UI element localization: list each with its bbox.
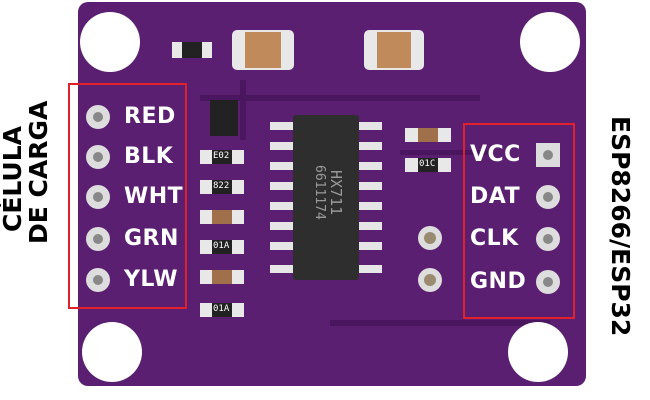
smd-label: 01A [213,241,230,251]
chip-name: HX711 [327,170,345,216]
mcu-highlight-box [463,123,575,319]
pin-label-red: RED [124,104,176,129]
capacitors [172,30,424,70]
chip-code: 6611174 [312,165,327,220]
traces [200,80,550,326]
left-pin-pads [86,105,110,292]
right-pin-pads [536,143,560,294]
smd-label: 01A [213,304,230,314]
transistor [210,100,238,136]
pin-label-dat: DAT [470,184,521,209]
smd-resistors [200,128,451,317]
load-cell-highlight-box [68,83,187,309]
pin-label-grn: GRN [124,226,179,251]
smd-label: 01C [419,159,436,169]
mcu-title: ESP8266/ESP32 [606,116,635,337]
pin-label-vcc: VCC [470,142,521,167]
mounting-holes [80,12,580,382]
smd-label: 822 [213,181,230,191]
pin-label-ylw: YLW [124,267,179,292]
through-holes [418,226,442,292]
hx711-chip [293,115,359,280]
load-cell-title-line2: DE CARGA [24,100,53,244]
chip-legs [270,122,382,273]
pin-label-blk: BLK [124,144,174,169]
pin-label-gnd: GND [470,269,527,294]
load-cell-title-line1: CÉLULA [0,125,27,233]
pin-label-clk: CLK [470,226,519,251]
pin-label-wht: WHT [124,184,184,209]
smd-label: E02 [213,151,230,161]
